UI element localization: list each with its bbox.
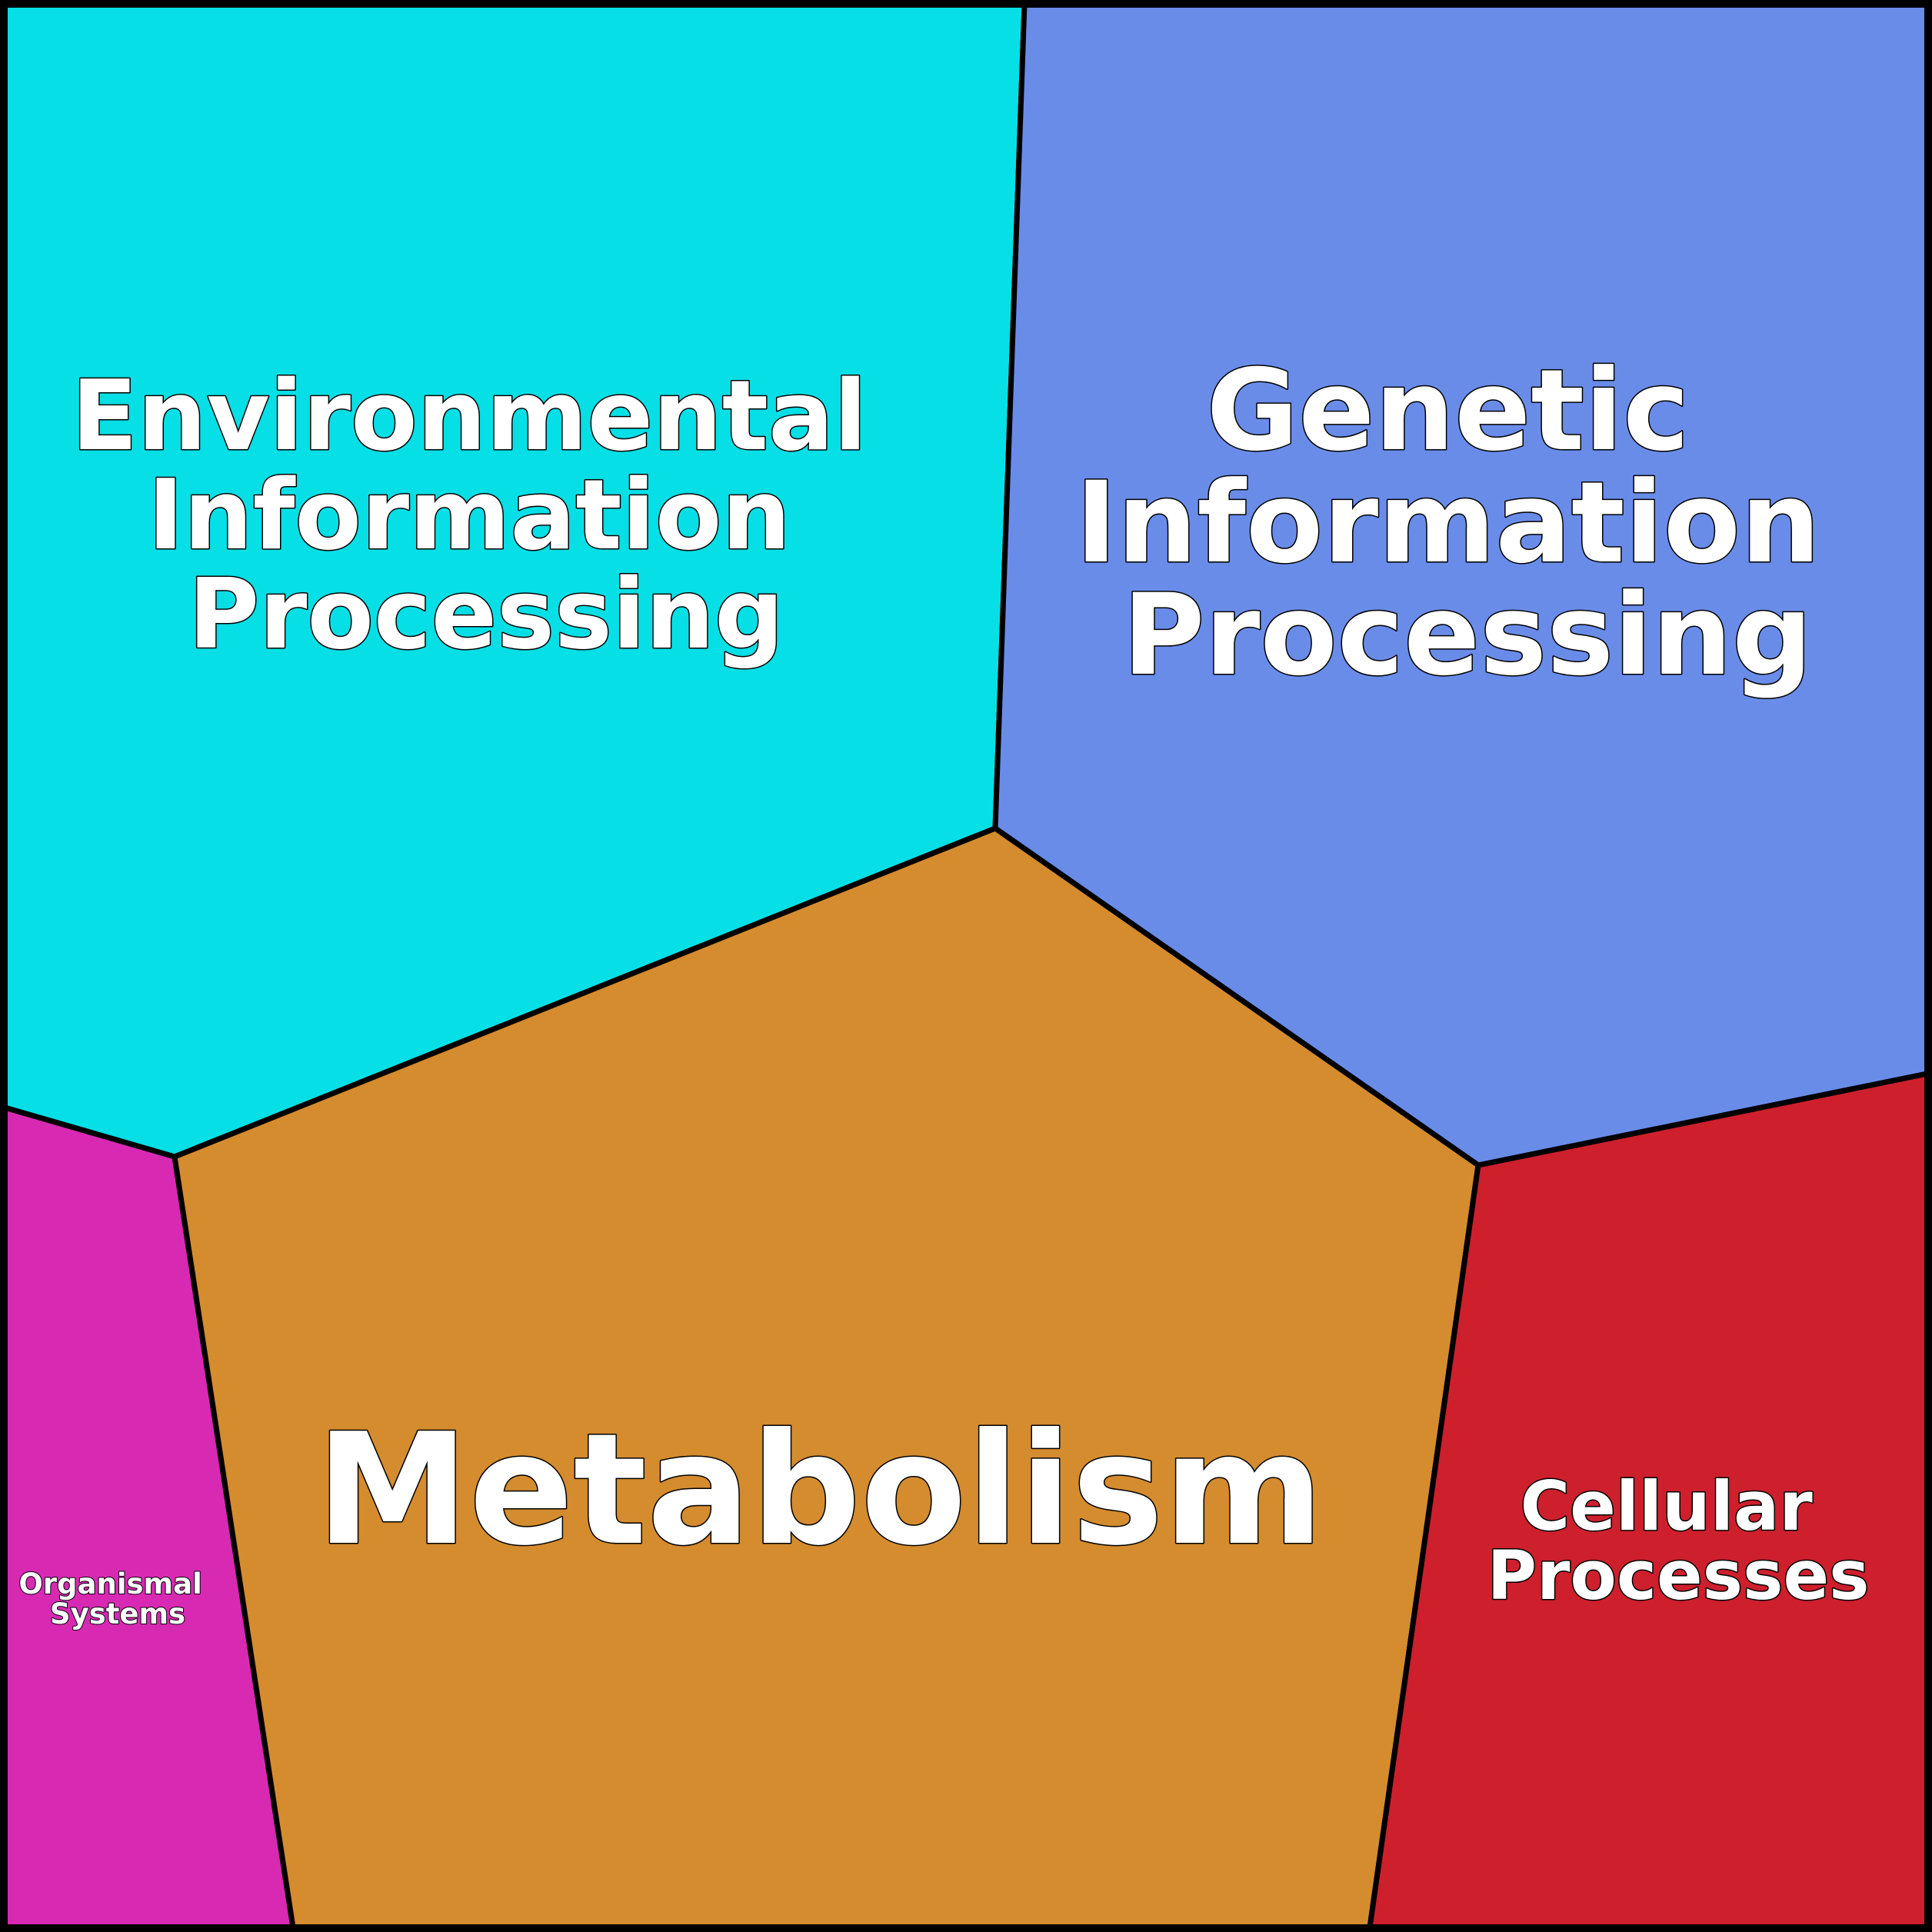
genetic-line-1: Genetic [1206, 345, 1689, 476]
genetic-line-3: Processing [1122, 570, 1812, 701]
genetic-information-processing-label: Genetic Information Processing [1075, 345, 1860, 701]
cellular-line-2: Processes [1487, 1536, 1869, 1615]
cellular-processes-label: Cellular Processes [1487, 1467, 1869, 1615]
environmental-information-processing-label: Environmental Information Processing [72, 359, 901, 671]
environmental-line-2: Information [148, 458, 791, 571]
environmental-line-3: Processing [188, 558, 784, 671]
metabolism-line-1: Metabolism [316, 1401, 1324, 1580]
metabolism-label: Metabolism [316, 1401, 1324, 1580]
organismal-systems-label: Organismal Systems [18, 1567, 212, 1631]
genetic-line-2: Information [1075, 458, 1820, 588]
organismal-line-2: Systems [50, 1597, 185, 1631]
cellular-line-1: Cellular [1521, 1467, 1814, 1546]
environmental-line-1: Environmental [72, 359, 867, 472]
organismal-line-1: Organismal [18, 1567, 202, 1601]
